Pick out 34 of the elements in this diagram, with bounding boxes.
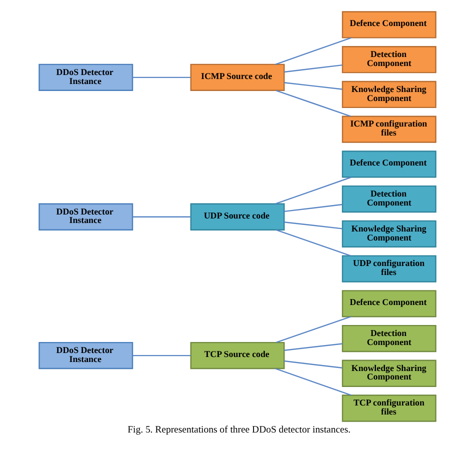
connector: [132, 354, 190, 356]
connector: [275, 229, 350, 256]
node-box: DDoS Detector Instance: [38, 64, 133, 91]
node-box: Knowledge Sharing Component: [341, 360, 436, 387]
connector: [275, 90, 350, 117]
node-box: Detection Component: [341, 46, 436, 74]
node-box: Defence Component: [341, 11, 436, 38]
node-box: Knowledge Sharing Component: [341, 80, 436, 108]
node-box: DDoS Detector Instance: [38, 342, 133, 370]
node-box: Knowledge Sharing Component: [341, 220, 436, 248]
node-box: TCP configuration files: [341, 394, 436, 422]
node-box: Detection Component: [341, 185, 436, 213]
node-box: Defence Component: [341, 290, 436, 318]
connector: [275, 316, 350, 344]
connector: [132, 76, 190, 78]
connector: [132, 216, 190, 218]
node-box: ICMP Source code: [190, 64, 284, 91]
node-box: UDP Source code: [190, 203, 284, 230]
connector: [284, 204, 342, 212]
connector: [274, 176, 351, 204]
node-box: Defence Component: [341, 150, 436, 178]
connector: [284, 82, 342, 90]
connector: [274, 368, 351, 396]
node-box: Detection Component: [341, 324, 436, 352]
caption: Fig. 5. Representations of three DDoS detector instances.: [127, 424, 350, 436]
connector: [284, 64, 342, 73]
node-box: UDP configuration files: [341, 255, 436, 282]
connector: [284, 221, 342, 230]
connector: [284, 360, 342, 369]
node-box: DDoS Detector Instance: [38, 203, 133, 230]
connector: [284, 343, 342, 351]
node-box: TCP Source code: [190, 342, 284, 370]
node-box: ICMP configuration files: [341, 116, 436, 143]
connector: [274, 37, 351, 65]
